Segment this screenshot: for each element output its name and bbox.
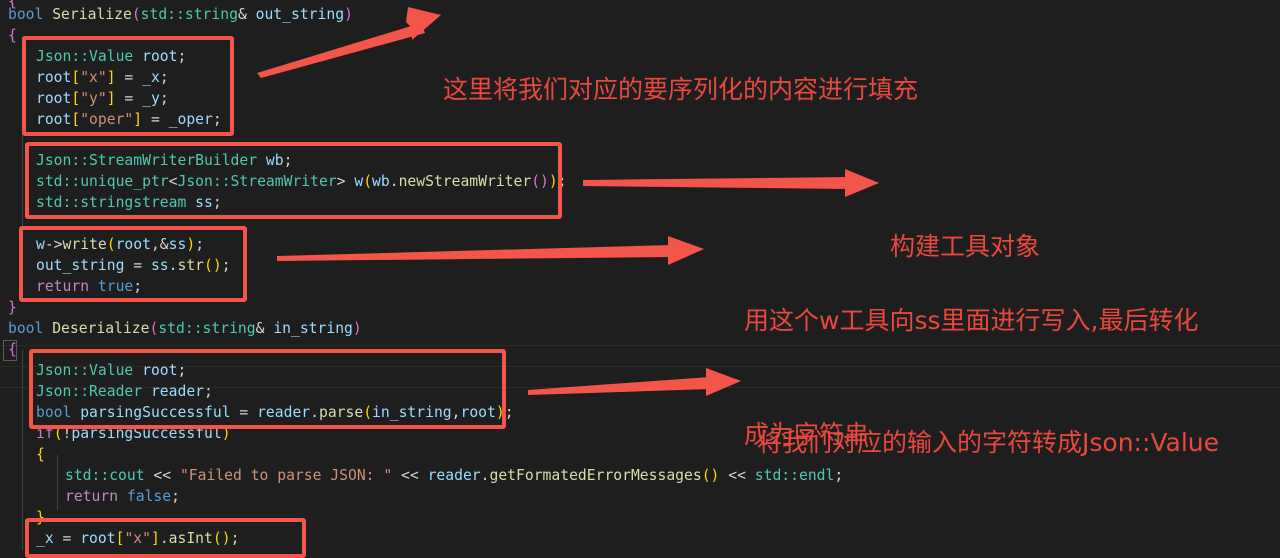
code-line-root-x[interactable]: root["x"] = _x; bbox=[36, 69, 169, 86]
code-line-json-value-root[interactable]: Json::Value root; bbox=[36, 48, 187, 65]
code-line-json-reader[interactable]: Json::Reader reader; bbox=[36, 383, 213, 400]
code-line-return-true[interactable]: return true; bbox=[36, 278, 143, 295]
indent-guide bbox=[22, 36, 23, 298]
code-line-parsing-successful[interactable]: bool parsingSuccessful = reader.parse(in… bbox=[36, 404, 514, 421]
code-line[interactable]: { bbox=[36, 446, 45, 463]
code-line-w-write[interactable]: w->write(root,&ss); bbox=[36, 236, 205, 253]
code-line-stringstream[interactable]: std::stringstream ss; bbox=[36, 194, 222, 211]
indent-guide bbox=[57, 455, 58, 510]
code-line-read-x[interactable]: _x = root["x"].asInt(); bbox=[36, 530, 240, 547]
row-band bbox=[0, 366, 1280, 367]
code-line[interactable]: { bbox=[8, 27, 17, 44]
code-line-if-parsing[interactable]: if(!parsingSuccessful) bbox=[36, 425, 231, 442]
code-line-cout-failed[interactable]: std::cout << "Failed to parse JSON: " <<… bbox=[65, 467, 844, 484]
code-line-root-oper[interactable]: root["oper"] = _oper; bbox=[36, 111, 222, 128]
code-line-streamwriterbuilder[interactable]: Json::StreamWriterBuilder wb; bbox=[36, 152, 293, 169]
code-line-serialize-signature[interactable]: bool Serialize(std::string& out_string) bbox=[8, 6, 353, 23]
code-line-unique-ptr-writer[interactable]: std::unique_ptr<Json::StreamWriter> w(wb… bbox=[36, 173, 567, 190]
code-line[interactable]: } bbox=[36, 509, 45, 526]
code-line[interactable]: } bbox=[8, 299, 17, 316]
code-line-return-false[interactable]: return false; bbox=[65, 488, 180, 505]
code-line-root-y[interactable]: root["y"] = _y; bbox=[36, 90, 169, 107]
bracket-match-highlight bbox=[3, 340, 17, 361]
row-band bbox=[0, 345, 1280, 346]
code-line-out-string[interactable]: out_string = ss.str(); bbox=[36, 257, 231, 274]
indent-guide bbox=[22, 350, 23, 550]
code-line-deserialize-signature[interactable]: bool Deserialize(std::string& in_string) bbox=[8, 320, 362, 337]
code-line[interactable]: { bbox=[8, 341, 17, 358]
code-line[interactable]: { bbox=[8, 0, 17, 10]
code-line-json-value-root-2[interactable]: Json::Value root; bbox=[36, 362, 187, 379]
